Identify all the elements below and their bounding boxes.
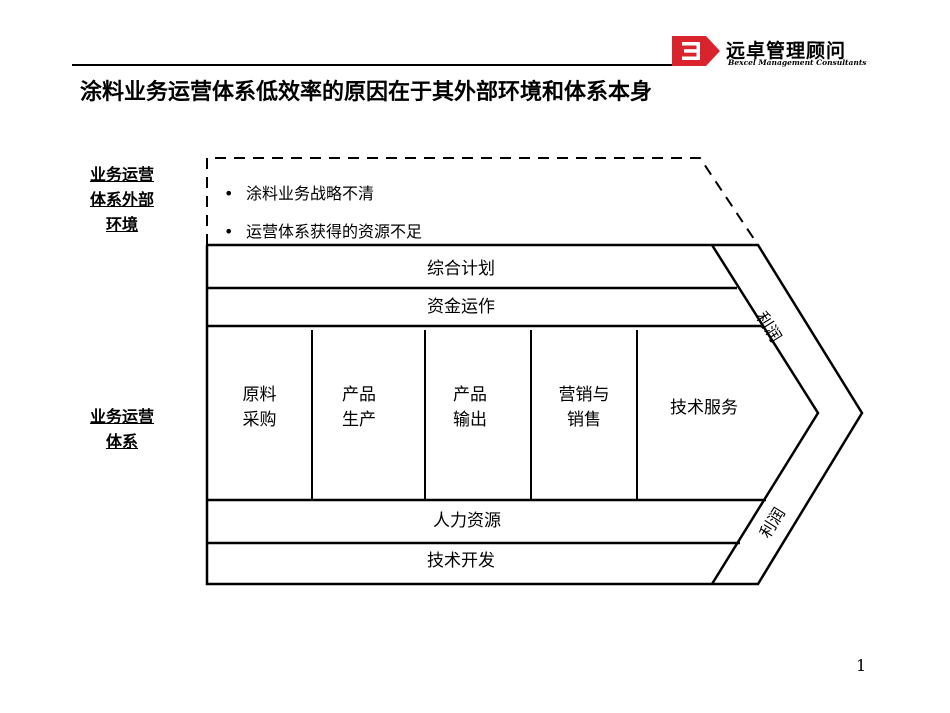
- primary-activity-production: 产品 生产: [312, 383, 406, 433]
- external-label-line: 业务运营: [89, 165, 154, 184]
- page-title: 涂料业务运营体系低效率的原因在于其外部环境和体系本身: [80, 80, 653, 105]
- primary-activity-procurement: 原料 采购: [207, 383, 312, 433]
- inner-chevron: [710, 244, 820, 585]
- activity-label-line: 销售: [567, 410, 601, 430]
- bullet-icon: •: [224, 184, 234, 203]
- value-chain-outline: [205, 243, 864, 586]
- activity-label-line: 输出: [453, 410, 487, 430]
- brand-name: 远卓管理顾问: [726, 40, 847, 62]
- activity-label-line: 采购: [242, 410, 277, 430]
- support-activity-rnd: 技术开发: [427, 551, 495, 571]
- primary-activity-tech-service: 技术服务: [637, 396, 771, 421]
- activity-label-line: 营销与: [558, 385, 610, 405]
- activity-label-line: 原料: [242, 385, 277, 405]
- bexcel-logo-icon: [672, 36, 720, 66]
- external-environment-label: 业务运营 体系外部 环境: [72, 162, 172, 237]
- activity-label-line: 技术服务: [670, 398, 738, 418]
- primary-activity-marketing-sales: 营销与 销售: [531, 383, 637, 433]
- brand-logo: 远卓管理顾问 Bexcel Management Consultants: [672, 34, 882, 68]
- support-activity-hr: 人力资源: [433, 511, 501, 531]
- primary-activity-output: 产品 输出: [425, 383, 515, 433]
- bullet-text: 涂料业务战略不清: [246, 184, 375, 203]
- activity-label-line: 产品: [453, 385, 487, 405]
- system-label-line: 体系: [105, 432, 138, 451]
- bullet-icon: •: [224, 222, 234, 241]
- system-label-line: 业务运营: [89, 407, 154, 426]
- bullet-text: 运营体系获得的资源不足: [246, 222, 423, 241]
- header-rule: [72, 64, 672, 66]
- support-activity-planning: 综合计划: [427, 259, 495, 279]
- page-number: 1: [856, 656, 867, 675]
- activity-label-line: 生产: [342, 410, 376, 430]
- external-label-line: 环境: [105, 215, 138, 234]
- external-environment-boundary: [206, 157, 759, 246]
- external-label-line: 体系外部: [89, 190, 154, 209]
- external-bullet-item: • 涂料业务战略不清: [224, 180, 374, 204]
- activity-label-line: 产品: [342, 385, 376, 405]
- support-activity-finance: 资金运作: [427, 297, 495, 317]
- external-bullet-item: • 运营体系获得的资源不足: [224, 218, 422, 242]
- brand-subtitle: Bexcel Management Consultants: [728, 58, 867, 67]
- operating-system-label: 业务运营 体系: [72, 404, 172, 454]
